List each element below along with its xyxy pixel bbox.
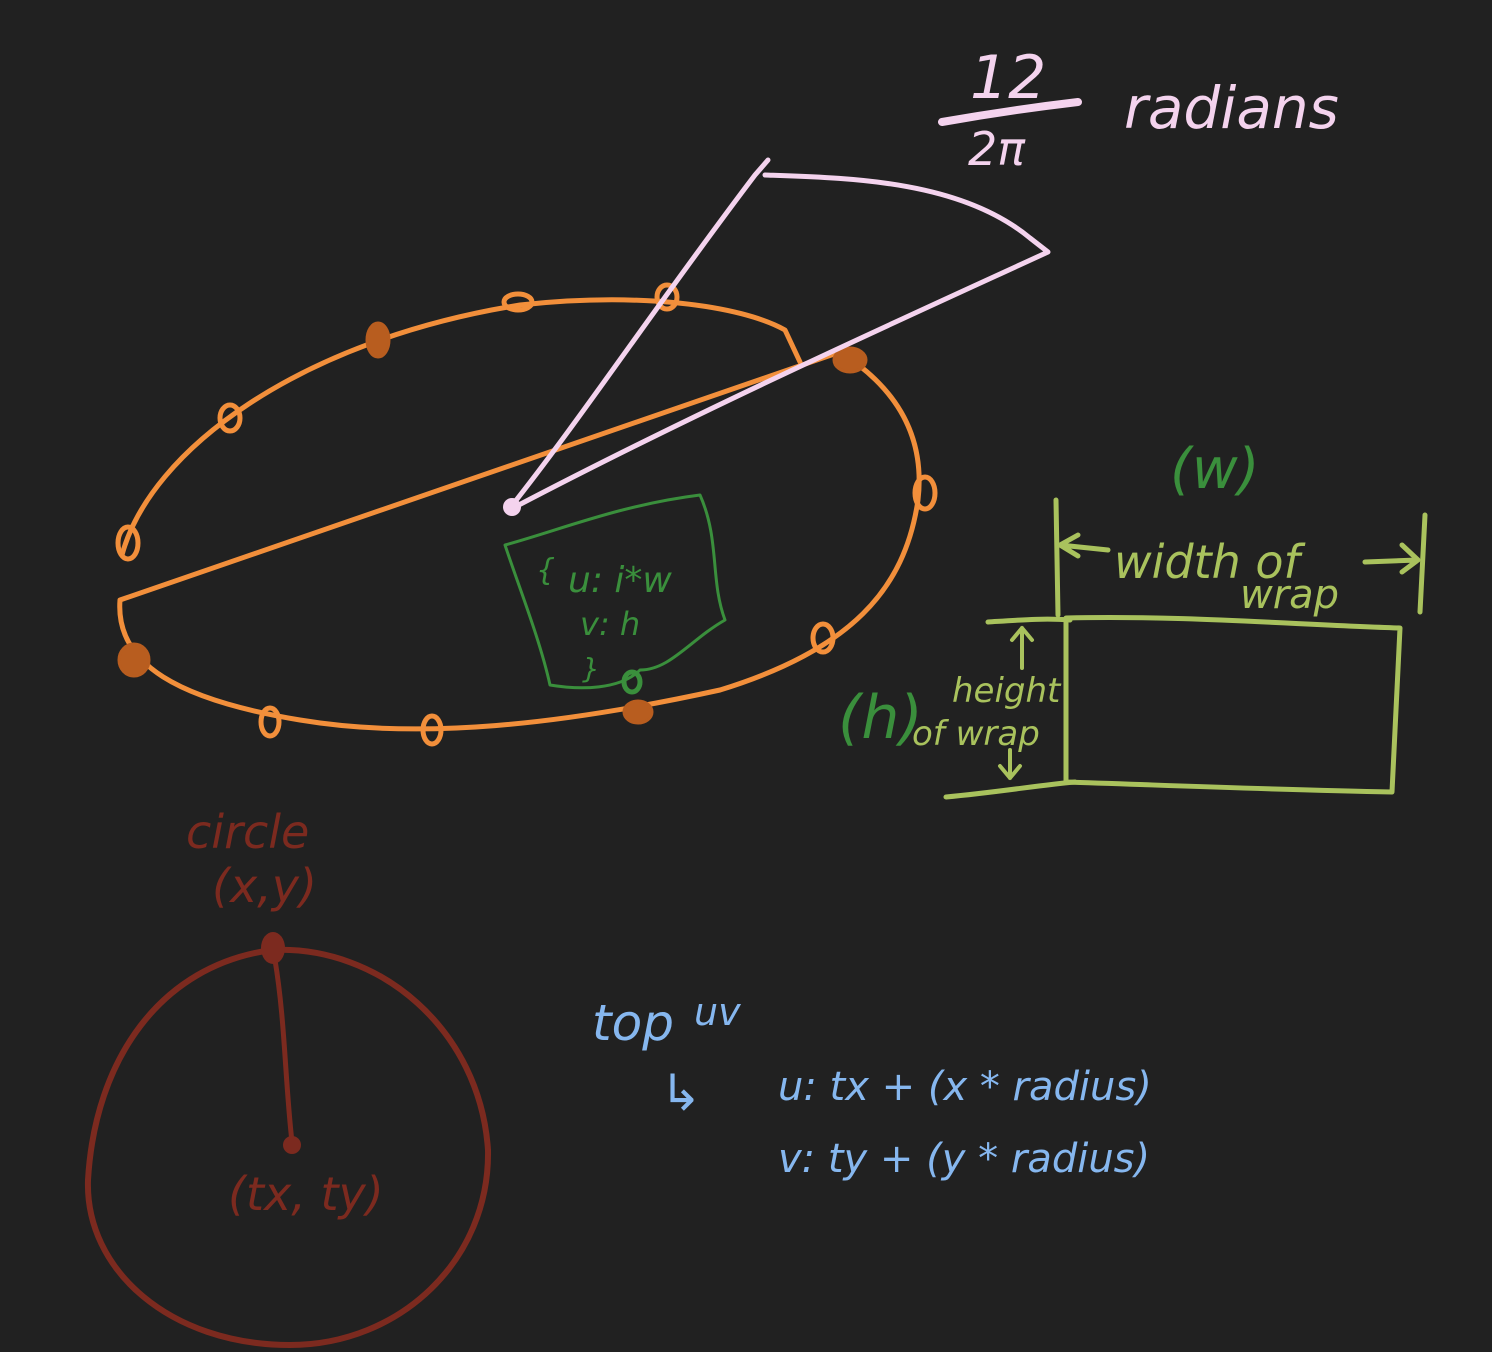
width-arrow-left [1057,532,1111,559]
wrap-w-symbol: (w) [1170,437,1260,502]
pink-wedge [503,157,1051,516]
ellipse-marker [654,282,680,312]
wrap-baseline [943,779,1078,800]
width-bracket-right-tick [1417,512,1428,615]
wrap-h-symbol: (h) [838,683,923,753]
circle-radius-line [272,957,295,1145]
circle-center-label: (tx, ty) [228,1167,384,1221]
top-uv-arrow: ↳ [660,1064,702,1122]
uv-note-v-line: v: h [580,605,640,643]
ellipse-marker-filled [117,642,151,678]
width-label-line1: width of [1114,535,1306,589]
width-bracket-left-tick [1053,497,1061,618]
width-label-line2: wrap [1240,572,1339,618]
ellipse-marker-filled [622,699,654,725]
wrap-rectangle [1063,614,1403,795]
ellipse-marker [217,402,243,434]
ellipse-marker [115,524,141,562]
fraction-bar [938,98,1082,126]
green-uv-note: { u: i*w v: h } [503,493,727,695]
uv-note-open-brace: { [536,553,555,588]
ellipse-marker [912,474,938,512]
ellipse-marker-filled [365,321,391,359]
top-uv-title: top [592,994,674,1052]
uv-note-u-line: u: i*w [568,560,672,601]
top-uv-note: top uv ↳ u: tx + (x * radius) v: ty + (y… [592,990,1152,1182]
wedge-origin-dot [503,498,521,516]
height-arrow-down [998,748,1022,780]
height-label-line1: height [952,671,1062,711]
uv-note-close-brace: } [582,652,600,685]
circle-diagram: circle (x,y) (tx, ty) [84,805,492,1348]
circle-point-label: (x,y) [212,859,317,913]
ellipse-marker [258,705,282,739]
wrap-topline [985,616,1073,625]
circle-center-dot [283,1136,301,1154]
circle-point-marker [261,932,285,964]
width-arrow-right [1362,542,1421,575]
fraction-denominator: 2π [968,122,1026,176]
ellipse-marker [810,621,836,655]
top-uv-uv-label: uv [694,990,741,1034]
fraction-annotation: 12 2π radians [938,43,1339,176]
top-uv-v-line: v: ty + (y * radius) [778,1136,1150,1182]
top-uv-u-line: u: tx + (x * radius) [778,1064,1152,1110]
uv-note-marker [621,669,643,695]
ellipse-marker [501,291,535,313]
uv-note-border [503,493,727,690]
circle-label: circle [186,805,309,859]
ellipse-marker [420,713,444,747]
wedge-outline [507,157,1051,511]
fraction-numerator: 12 [970,43,1046,113]
orange-ellipse-group [115,282,938,747]
wrap-diagram: (w) width of wrap height of wrap (h) [838,437,1428,800]
height-arrow-up [1010,626,1034,670]
fraction-unit-label: radians [1124,74,1339,142]
ellipse-marker-filled [832,346,868,374]
height-label-line2: of wrap [912,714,1040,754]
circle-outline [84,946,492,1348]
